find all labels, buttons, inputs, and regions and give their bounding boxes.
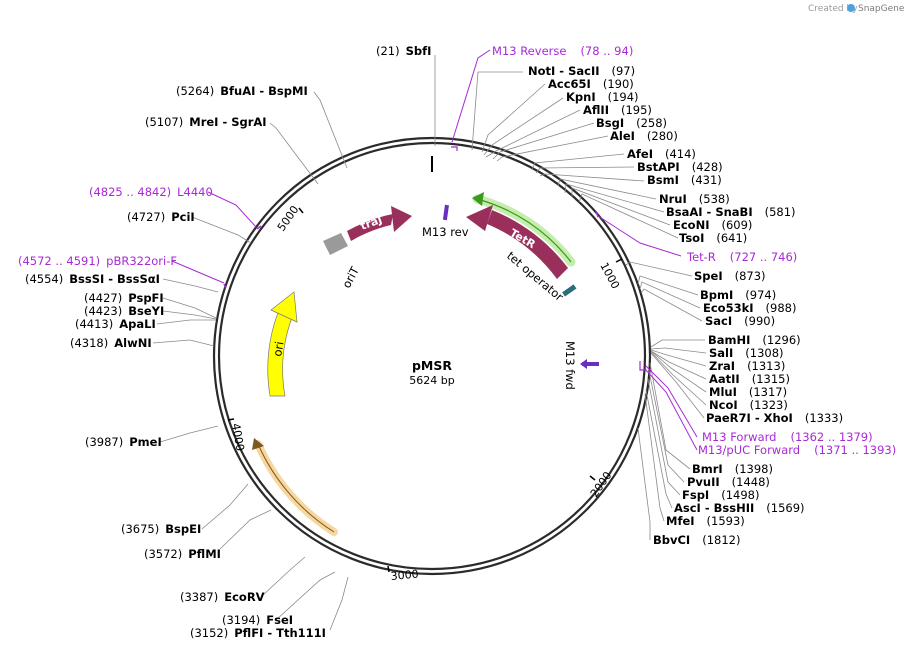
site-mfei[interactable]: MfeI(1593) bbox=[666, 514, 745, 528]
site-bfuai-bspmi[interactable]: (5264)BfuAI - BspMI bbox=[176, 84, 308, 98]
site-afei[interactable]: AfeI(414) bbox=[627, 147, 696, 161]
traj-feature-arrow[interactable] bbox=[347, 214, 393, 241]
site-bmri[interactable]: BmrI(1398) bbox=[692, 462, 773, 476]
site-zrai[interactable]: ZraI(1313) bbox=[709, 359, 785, 373]
site-pvuii[interactable]: PvuII(1448) bbox=[687, 475, 770, 489]
leaders-right bbox=[434, 55, 707, 540]
tetr-glow-arrowhead bbox=[472, 192, 484, 206]
tet-operator-marker bbox=[562, 284, 577, 297]
ruler-tick-3000: 3000 bbox=[390, 568, 419, 583]
site-ecorv[interactable]: (3387)EcoRV bbox=[180, 590, 265, 604]
site-tsoi[interactable]: TsoI(641) bbox=[679, 231, 747, 245]
site-sali[interactable]: SalI(1308) bbox=[709, 346, 784, 360]
site-mrei-sgrai[interactable]: (5107)MreI - SgrAI bbox=[145, 115, 267, 129]
site-bspei[interactable]: (3675)BspEI bbox=[121, 522, 201, 536]
site-bstapi[interactable]: BstAPI(428) bbox=[637, 160, 723, 174]
site-kpni[interactable]: KpnI(194) bbox=[566, 90, 639, 104]
orit-label: oriT bbox=[339, 264, 362, 291]
labels-primers: M13 Reverse(78 .. 94) Tet-R(727 .. 746) … bbox=[18, 44, 896, 457]
site-noti-sacii[interactable]: NotI - SacII(97) bbox=[528, 64, 635, 78]
tetr-glow-core bbox=[476, 198, 572, 263]
site-pflfi-tth111i[interactable]: (3152)PflFI - Tth111I bbox=[190, 626, 326, 640]
m13-rev-marker bbox=[442, 204, 449, 221]
credit-brand: SnapGene bbox=[858, 4, 905, 14]
site-pflmi[interactable]: (3572)PflMI bbox=[144, 547, 221, 561]
site-econi[interactable]: EcoNI(609) bbox=[673, 218, 752, 232]
site-bamhi[interactable]: BamHI(1296) bbox=[708, 333, 801, 347]
site-nrui[interactable]: NruI(538) bbox=[659, 192, 730, 206]
primer-m13-puc-forward[interactable]: M13/pUC Forward(1371 .. 1393) bbox=[698, 443, 896, 457]
site-fsei[interactable]: (3194)FseI bbox=[222, 613, 293, 627]
site-paer7i-xhoi[interactable]: PaeR7I - XhoI(1333) bbox=[706, 411, 843, 425]
site-pspfi[interactable]: (4427)PspFI bbox=[84, 291, 164, 305]
plasmid-name: pMSR bbox=[412, 358, 452, 373]
site-sbfi[interactable]: (21)SbfI bbox=[376, 44, 431, 58]
site-alwni[interactable]: (4318)AlwNI bbox=[70, 336, 152, 350]
tetr-arrowhead bbox=[466, 205, 493, 231]
orange-glow-core bbox=[257, 443, 335, 533]
ruler-tick-4000: 4000 bbox=[229, 422, 247, 452]
snapgene-logo-icon bbox=[847, 4, 855, 12]
primer-tet-r[interactable]: Tet-R(727 .. 746) bbox=[686, 250, 797, 264]
site-mlui[interactable]: MluI(1317) bbox=[709, 385, 787, 399]
site-pmei[interactable]: (3987)PmeI bbox=[85, 435, 162, 449]
leaders-left bbox=[152, 91, 349, 631]
ori-label: ori bbox=[270, 340, 286, 357]
site-bseyi[interactable]: (4423)BseYI bbox=[84, 304, 164, 318]
primer-marks bbox=[223, 146, 645, 371]
m13-rev-label: M13 rev bbox=[422, 225, 469, 239]
site-spei[interactable]: SpeI(873) bbox=[694, 269, 766, 283]
ruler: 1000 2000 3000 4000 5000 bbox=[227, 203, 623, 583]
primer-m13-forward[interactable]: M13 Forward(1362 .. 1379) bbox=[702, 430, 873, 444]
site-aflii[interactable]: AflII(195) bbox=[583, 103, 652, 117]
credit-prefix: Created by bbox=[808, 4, 858, 14]
m13-fwd-marker bbox=[582, 362, 599, 366]
site-bbvci[interactable]: BbvCI(1812) bbox=[653, 533, 740, 547]
primer-pbr322ori-f[interactable]: (4572 .. 4591)pBR322ori-F bbox=[18, 254, 177, 268]
traj-arrowhead bbox=[391, 206, 412, 232]
primer-l4440[interactable]: (4825 .. 4842)L4440 bbox=[89, 185, 213, 199]
plasmid-length: 5624 bp bbox=[409, 374, 454, 387]
site-apali[interactable]: (4413)ApaLI bbox=[75, 317, 156, 331]
site-bsaai-snabi[interactable]: BsaAI - SnaBI(581) bbox=[666, 205, 796, 219]
ruler-tick-1000: 1000 bbox=[597, 260, 622, 291]
tetr-feature-arrow[interactable] bbox=[487, 210, 568, 279]
labels-right: (21)SbfI NotI - SacII(97) Acc65I(190) Kp… bbox=[376, 44, 843, 547]
orange-glow-arrowhead bbox=[252, 438, 264, 450]
site-bsssi-bsssai[interactable]: (4554)BssSI - BssSαI bbox=[25, 272, 160, 286]
site-saci[interactable]: SacI(990) bbox=[705, 314, 775, 328]
site-ncoi[interactable]: NcoI(1323) bbox=[709, 398, 788, 412]
site-bsmi[interactable]: BsmI(431) bbox=[647, 173, 722, 187]
ori-arrowhead bbox=[270, 291, 298, 323]
site-bsgi[interactable]: BsgI(258) bbox=[596, 116, 667, 130]
m13-fwd-label: M13 fwd bbox=[563, 341, 577, 390]
orit-feature[interactable] bbox=[323, 233, 348, 255]
site-aatii[interactable]: AatII(1315) bbox=[709, 372, 790, 386]
site-asci-bsshii[interactable]: AscI - BssHII(1569) bbox=[674, 501, 805, 515]
backbone-outer-ring bbox=[212, 136, 652, 576]
site-acc65i[interactable]: Acc65I(190) bbox=[548, 77, 634, 91]
primer-m13-reverse[interactable]: M13 Reverse(78 .. 94) bbox=[492, 44, 633, 58]
backbone-inner-ring bbox=[217, 141, 647, 571]
leaders-primer bbox=[171, 49, 698, 451]
site-pcii[interactable]: (4727)PciI bbox=[127, 210, 195, 224]
site-alei[interactable]: AleI(280) bbox=[610, 129, 678, 143]
m13-fwd-arrowhead bbox=[580, 359, 587, 369]
labels-left: (5264)BfuAI - BspMI (5107)MreI - SgrAI (… bbox=[25, 84, 326, 640]
site-eco53ki[interactable]: Eco53kI(988) bbox=[703, 301, 796, 315]
site-fspi[interactable]: FspI(1498) bbox=[682, 488, 759, 502]
site-bpmi[interactable]: BpmI(974) bbox=[700, 288, 776, 302]
